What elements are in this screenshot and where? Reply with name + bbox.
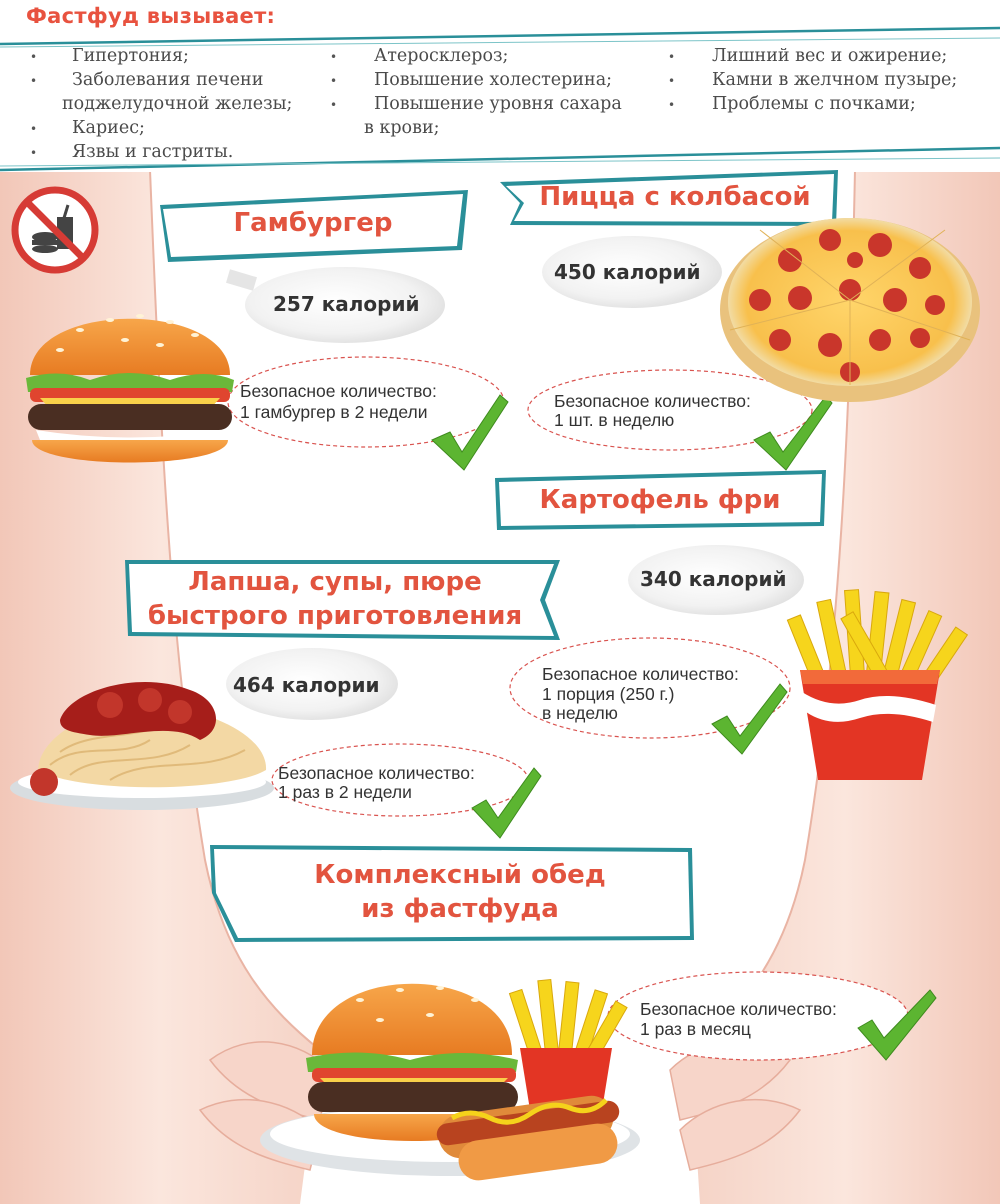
- safe-pizza-label: Безопасное количество:: [554, 391, 751, 411]
- safe-hamburger-value: 1 гамбургер в 2 недели: [240, 402, 428, 422]
- fries-image: [786, 589, 969, 780]
- no-fastfood-icon: [11, 186, 99, 274]
- bullet: •: [668, 98, 676, 112]
- safe-combo-label: Безопасное количество:: [640, 999, 837, 1019]
- calorie-bubble-pizza: [542, 236, 722, 308]
- bullet: •: [330, 50, 338, 64]
- safe-hamburger-label: Безопасное количество:: [240, 381, 437, 401]
- effect-item: Атеросклероз;: [374, 46, 509, 66]
- safe-pizza-value: 1 шт. в неделю: [554, 410, 675, 430]
- title-combo-line2: из фастфуда: [361, 894, 559, 924]
- title-noodles-line1: Лапша, супы, пюре: [188, 567, 482, 597]
- calories-noodles: 464 калории: [233, 673, 380, 697]
- combo-meal-image: [260, 978, 640, 1181]
- effect-item: Язвы и гастриты.: [72, 142, 234, 162]
- calorie-bubble-noodles: [226, 648, 398, 720]
- hamburger-image: [26, 314, 234, 463]
- safe-combo-value: 1 раз в месяц: [640, 1019, 751, 1039]
- banner-fries: [495, 470, 826, 530]
- calories-hamburger: 257 калорий: [273, 292, 420, 316]
- bullet: •: [330, 98, 338, 112]
- bullet: •: [330, 74, 338, 88]
- check-icon: [711, 683, 788, 755]
- calorie-bubble-burger: [226, 267, 445, 343]
- safe-noodles-value: 1 раз в 2 недели: [278, 782, 412, 802]
- effect-item: Проблемы с почками;: [712, 94, 916, 114]
- effect-item: Гипертония;: [72, 46, 189, 66]
- banner-noodles: [125, 560, 560, 640]
- bullet: •: [30, 74, 38, 88]
- bullet: •: [30, 146, 38, 160]
- bullet: •: [668, 50, 676, 64]
- title-combo-line1: Комплексный обед: [314, 860, 606, 890]
- header-title: Фастфуд вызывает:: [26, 4, 276, 28]
- banner-pizza: [500, 170, 838, 226]
- bullet: •: [668, 74, 676, 88]
- check-icon: [471, 767, 542, 839]
- effects-list: • Гипертония; • Заболевания печени подже…: [0, 44, 1000, 169]
- effect-item: Заболевания печени: [72, 70, 264, 90]
- effect-item: Повышение холестерина;: [374, 70, 613, 90]
- title-fries: Картофель фри: [539, 485, 781, 515]
- effect-item: Камни в желчном пузыре;: [712, 70, 958, 90]
- effect-item: Повышение уровня сахара: [374, 94, 622, 114]
- effect-item: поджелудочной железы;: [62, 94, 293, 114]
- banner-burger: [160, 190, 468, 262]
- effect-item: Лишний вес и ожирение;: [712, 46, 948, 66]
- safe-fries-label: Безопасное количество:: [542, 664, 739, 684]
- title-noodles-line2: быстрого приготовления: [147, 601, 523, 631]
- safe-noodles-label: Безопасное количество:: [278, 763, 475, 783]
- noodles-image: [10, 681, 274, 810]
- safe-fries-value: 1 порция (250 г.): [542, 684, 675, 704]
- bullet: •: [30, 50, 38, 64]
- calories-pizza: 450 калорий: [554, 260, 701, 284]
- title-hamburger: Гамбургер: [233, 208, 393, 238]
- calories-fries: 340 калорий: [640, 567, 787, 591]
- check-icon: [857, 989, 937, 1061]
- bullet: •: [30, 122, 38, 136]
- pizza-image: [720, 218, 980, 402]
- check-icon: [431, 394, 509, 471]
- safe-fries-value-2: в неделю: [542, 703, 618, 723]
- safe-bubble-fries: [509, 637, 791, 739]
- effect-item: в крови;: [364, 118, 440, 138]
- title-pizza: Пицца с колбасой: [539, 182, 811, 212]
- safe-bubble-pizza: [527, 369, 813, 451]
- calorie-bubble-fries: [628, 545, 804, 615]
- effect-item: Кариес;: [72, 118, 145, 138]
- banner-combo: [210, 845, 694, 942]
